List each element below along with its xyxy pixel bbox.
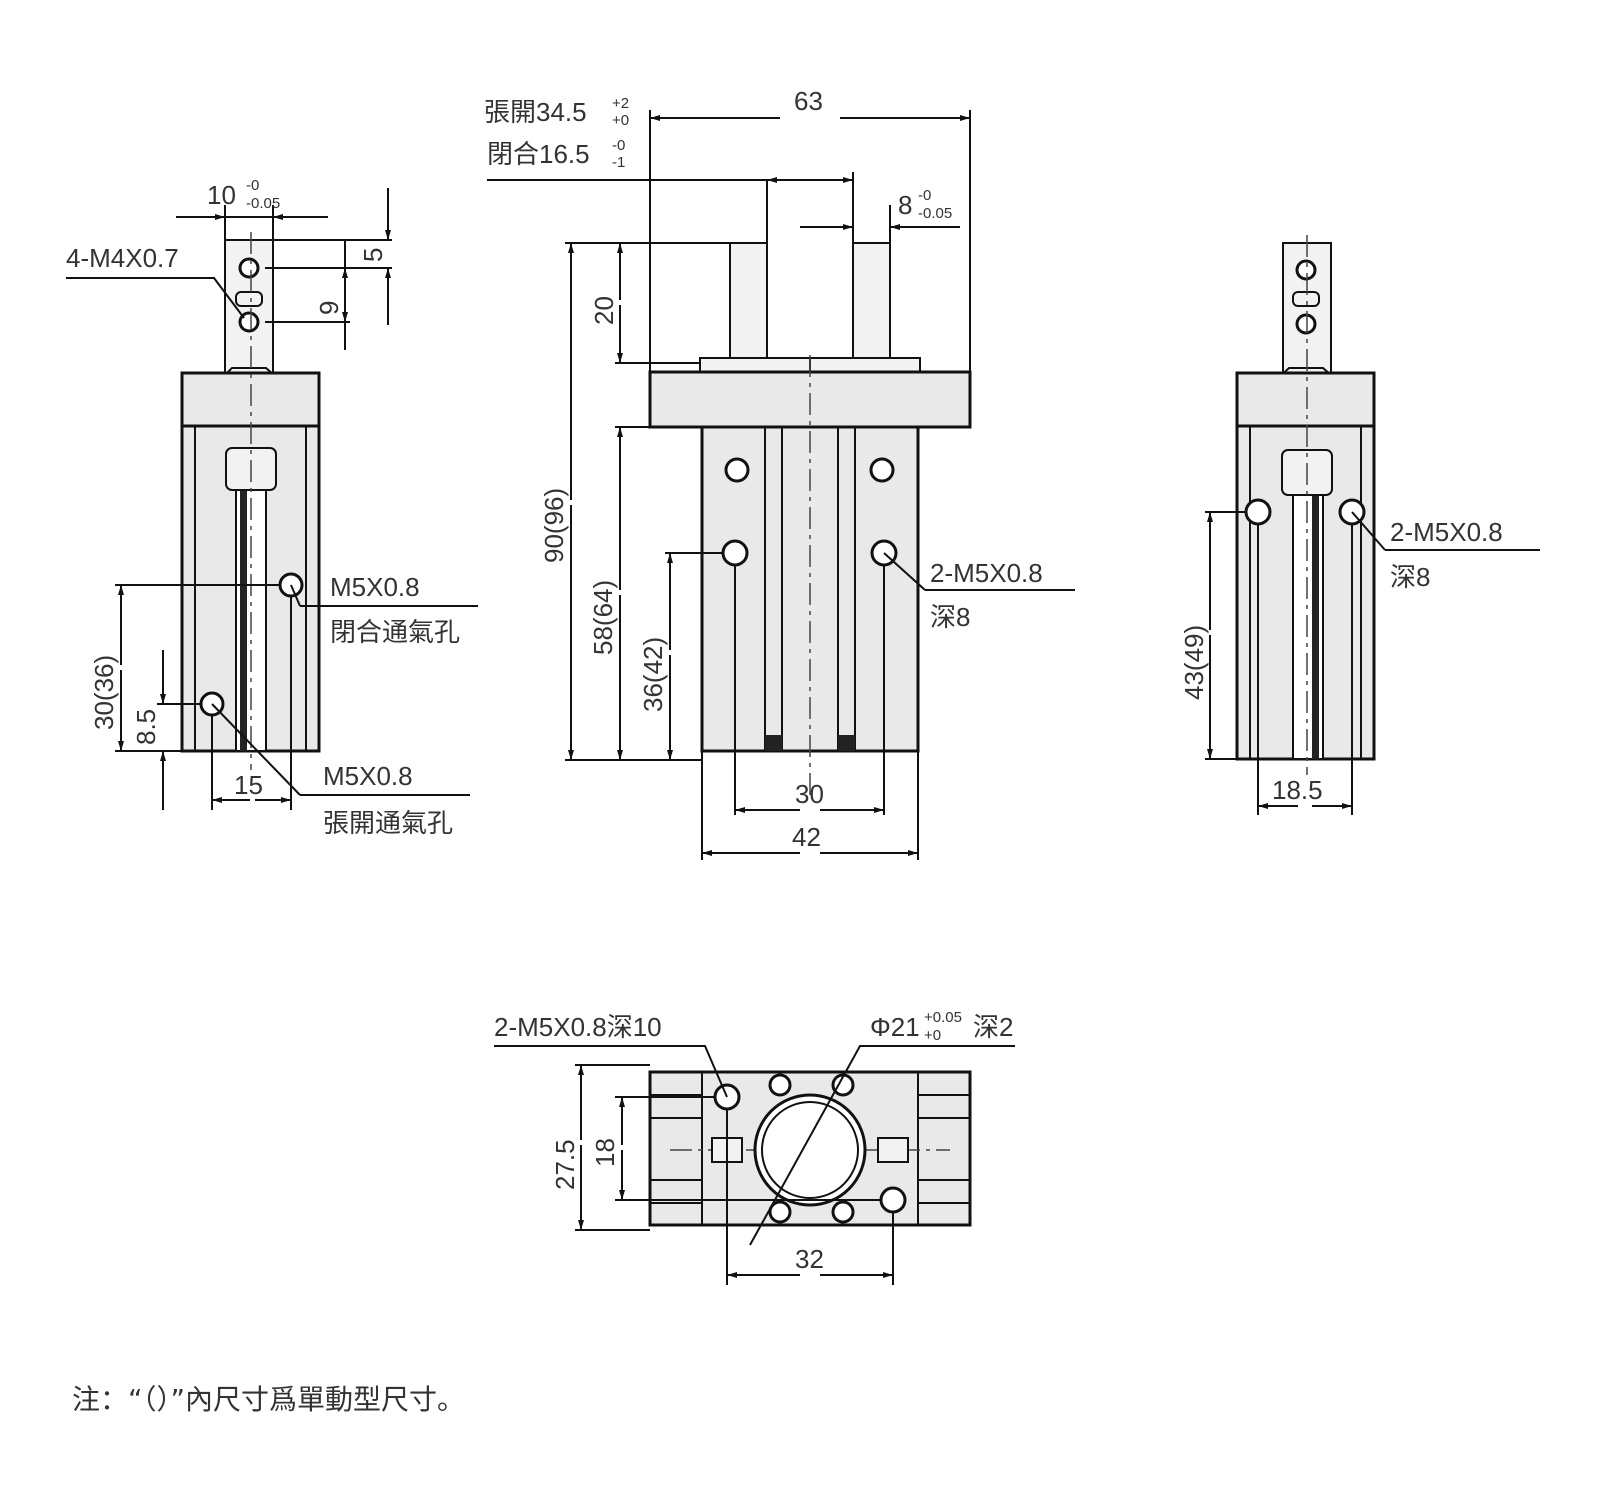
port-open-thread: M5X0.8: [323, 761, 413, 791]
body-slot-end: [838, 735, 855, 751]
open-tol-lower: +0: [612, 112, 629, 129]
bottom-thread-label: 2-M5X0.8深10: [494, 1012, 662, 1042]
dim-30-36: 30(36): [89, 655, 119, 730]
dim-30: 30: [795, 779, 824, 809]
leader: [494, 1045, 728, 1098]
dim-20: 20: [589, 296, 619, 325]
dim-63: 63: [794, 86, 823, 116]
left-slot-shadow: [240, 488, 247, 751]
leader: [749, 1045, 1015, 1246]
dim-42: 42: [792, 822, 821, 852]
leader: [883, 552, 926, 591]
bore-tol-upper: +0.05: [924, 1009, 962, 1026]
bottom-small-hole: [831, 1200, 855, 1224]
leader: [211, 703, 301, 796]
right-jaw-slot: [1292, 291, 1320, 307]
bottom-side-screw-right: [877, 1137, 909, 1163]
close-tol-upper: -0: [612, 137, 625, 154]
right-top-cap: [1235, 371, 1376, 428]
bottom-view: 2-M5X0.8深10 Φ21 +0.05 +0 深2 27.5 18 32: [494, 1009, 1015, 1285]
dim-10: 10: [207, 180, 236, 210]
front-jaw-base-right: [809, 357, 921, 373]
dim-43-49: 43(49): [1179, 625, 1209, 700]
thread-4-leader: [66, 277, 245, 319]
bottom-small-hole: [768, 1073, 792, 1097]
body-slot-end: [765, 735, 782, 751]
right-jaw-hole-2: [1295, 313, 1317, 335]
front-jaw-left: [729, 242, 768, 361]
front-hole-top-left: [724, 457, 750, 483]
front-view: 張開34.5 +2 +0 閉合16.5 -0 -1 63 8 -0 -0.05 …: [484, 86, 1075, 860]
right-side-view: 2-M5X0.8 深8 43(49) 18.5: [1179, 235, 1540, 815]
close-tol-lower: -1: [612, 154, 625, 171]
bottom-bore: [753, 1093, 867, 1207]
port-open-label: 張開通氣孔: [323, 808, 453, 838]
dim-10-tol-upper: -0: [246, 177, 259, 194]
left-side-view: 10 -0 -0.05 4-M4X0.7 5 9 M5X0.8 閉合通氣孔 M5…: [66, 177, 478, 838]
bottom-small-hole: [768, 1200, 792, 1224]
front-jaw-right: [852, 242, 891, 361]
left-jaw-slot: [235, 291, 263, 307]
front-jaw-base-left: [699, 357, 811, 373]
port-close-label: 閉合通氣孔: [330, 617, 460, 647]
dim-32: 32: [795, 1244, 824, 1274]
dim-90-96: 90(96): [539, 488, 569, 563]
dim-36-42: 36(42): [638, 637, 668, 712]
open-stroke: 張開34.5: [484, 97, 587, 127]
leader: [1351, 511, 1386, 551]
dim-10-tol-lower: -0.05: [246, 195, 280, 212]
dim-5: 5: [358, 248, 388, 262]
leader: [290, 584, 301, 607]
dim-18: 18: [590, 1138, 620, 1167]
open-tol-upper: +2: [612, 95, 629, 112]
dim-58-64: 58(64): [588, 580, 618, 655]
left-jaw-hole-1: [238, 257, 260, 279]
bore-tol-lower: +0: [924, 1027, 941, 1044]
front-thread-label: 2-M5X0.8: [930, 558, 1043, 588]
dim-27-5: 27.5: [550, 1139, 580, 1190]
jaw-tol-lower: -0.05: [918, 205, 952, 222]
front-depth-label: 深8: [930, 602, 970, 632]
bottom-bore-inner: [761, 1101, 859, 1199]
bore-depth: 深2: [973, 1012, 1013, 1042]
jaw-tol-upper: -0: [918, 187, 931, 204]
bore-label: Φ21: [870, 1012, 920, 1042]
jaw-width: 8: [898, 190, 912, 220]
footnote: 注：“（）”內尺寸爲單動型尺寸。: [72, 1383, 465, 1416]
thread-4-m4: 4-M4X0.7: [66, 243, 179, 273]
front-hole-top-right: [869, 457, 895, 483]
dim-8-5: 8.5: [131, 709, 161, 745]
port-close-thread: M5X0.8: [330, 572, 420, 602]
close-stroke: 閉合16.5: [487, 139, 590, 169]
right-slot-shadow: [1312, 495, 1319, 759]
right-depth-label: 深8: [1390, 562, 1430, 592]
dim-15: 15: [234, 770, 263, 800]
right-jaw-hole-1: [1295, 259, 1317, 281]
dim-9: 9: [314, 301, 344, 315]
bottom-thread-right: [879, 1186, 907, 1214]
right-thread-left: [1244, 498, 1272, 526]
dim-18-5: 18.5: [1272, 775, 1323, 805]
right-thread-label: 2-M5X0.8: [1390, 517, 1503, 547]
front-thread-left: [721, 539, 749, 567]
